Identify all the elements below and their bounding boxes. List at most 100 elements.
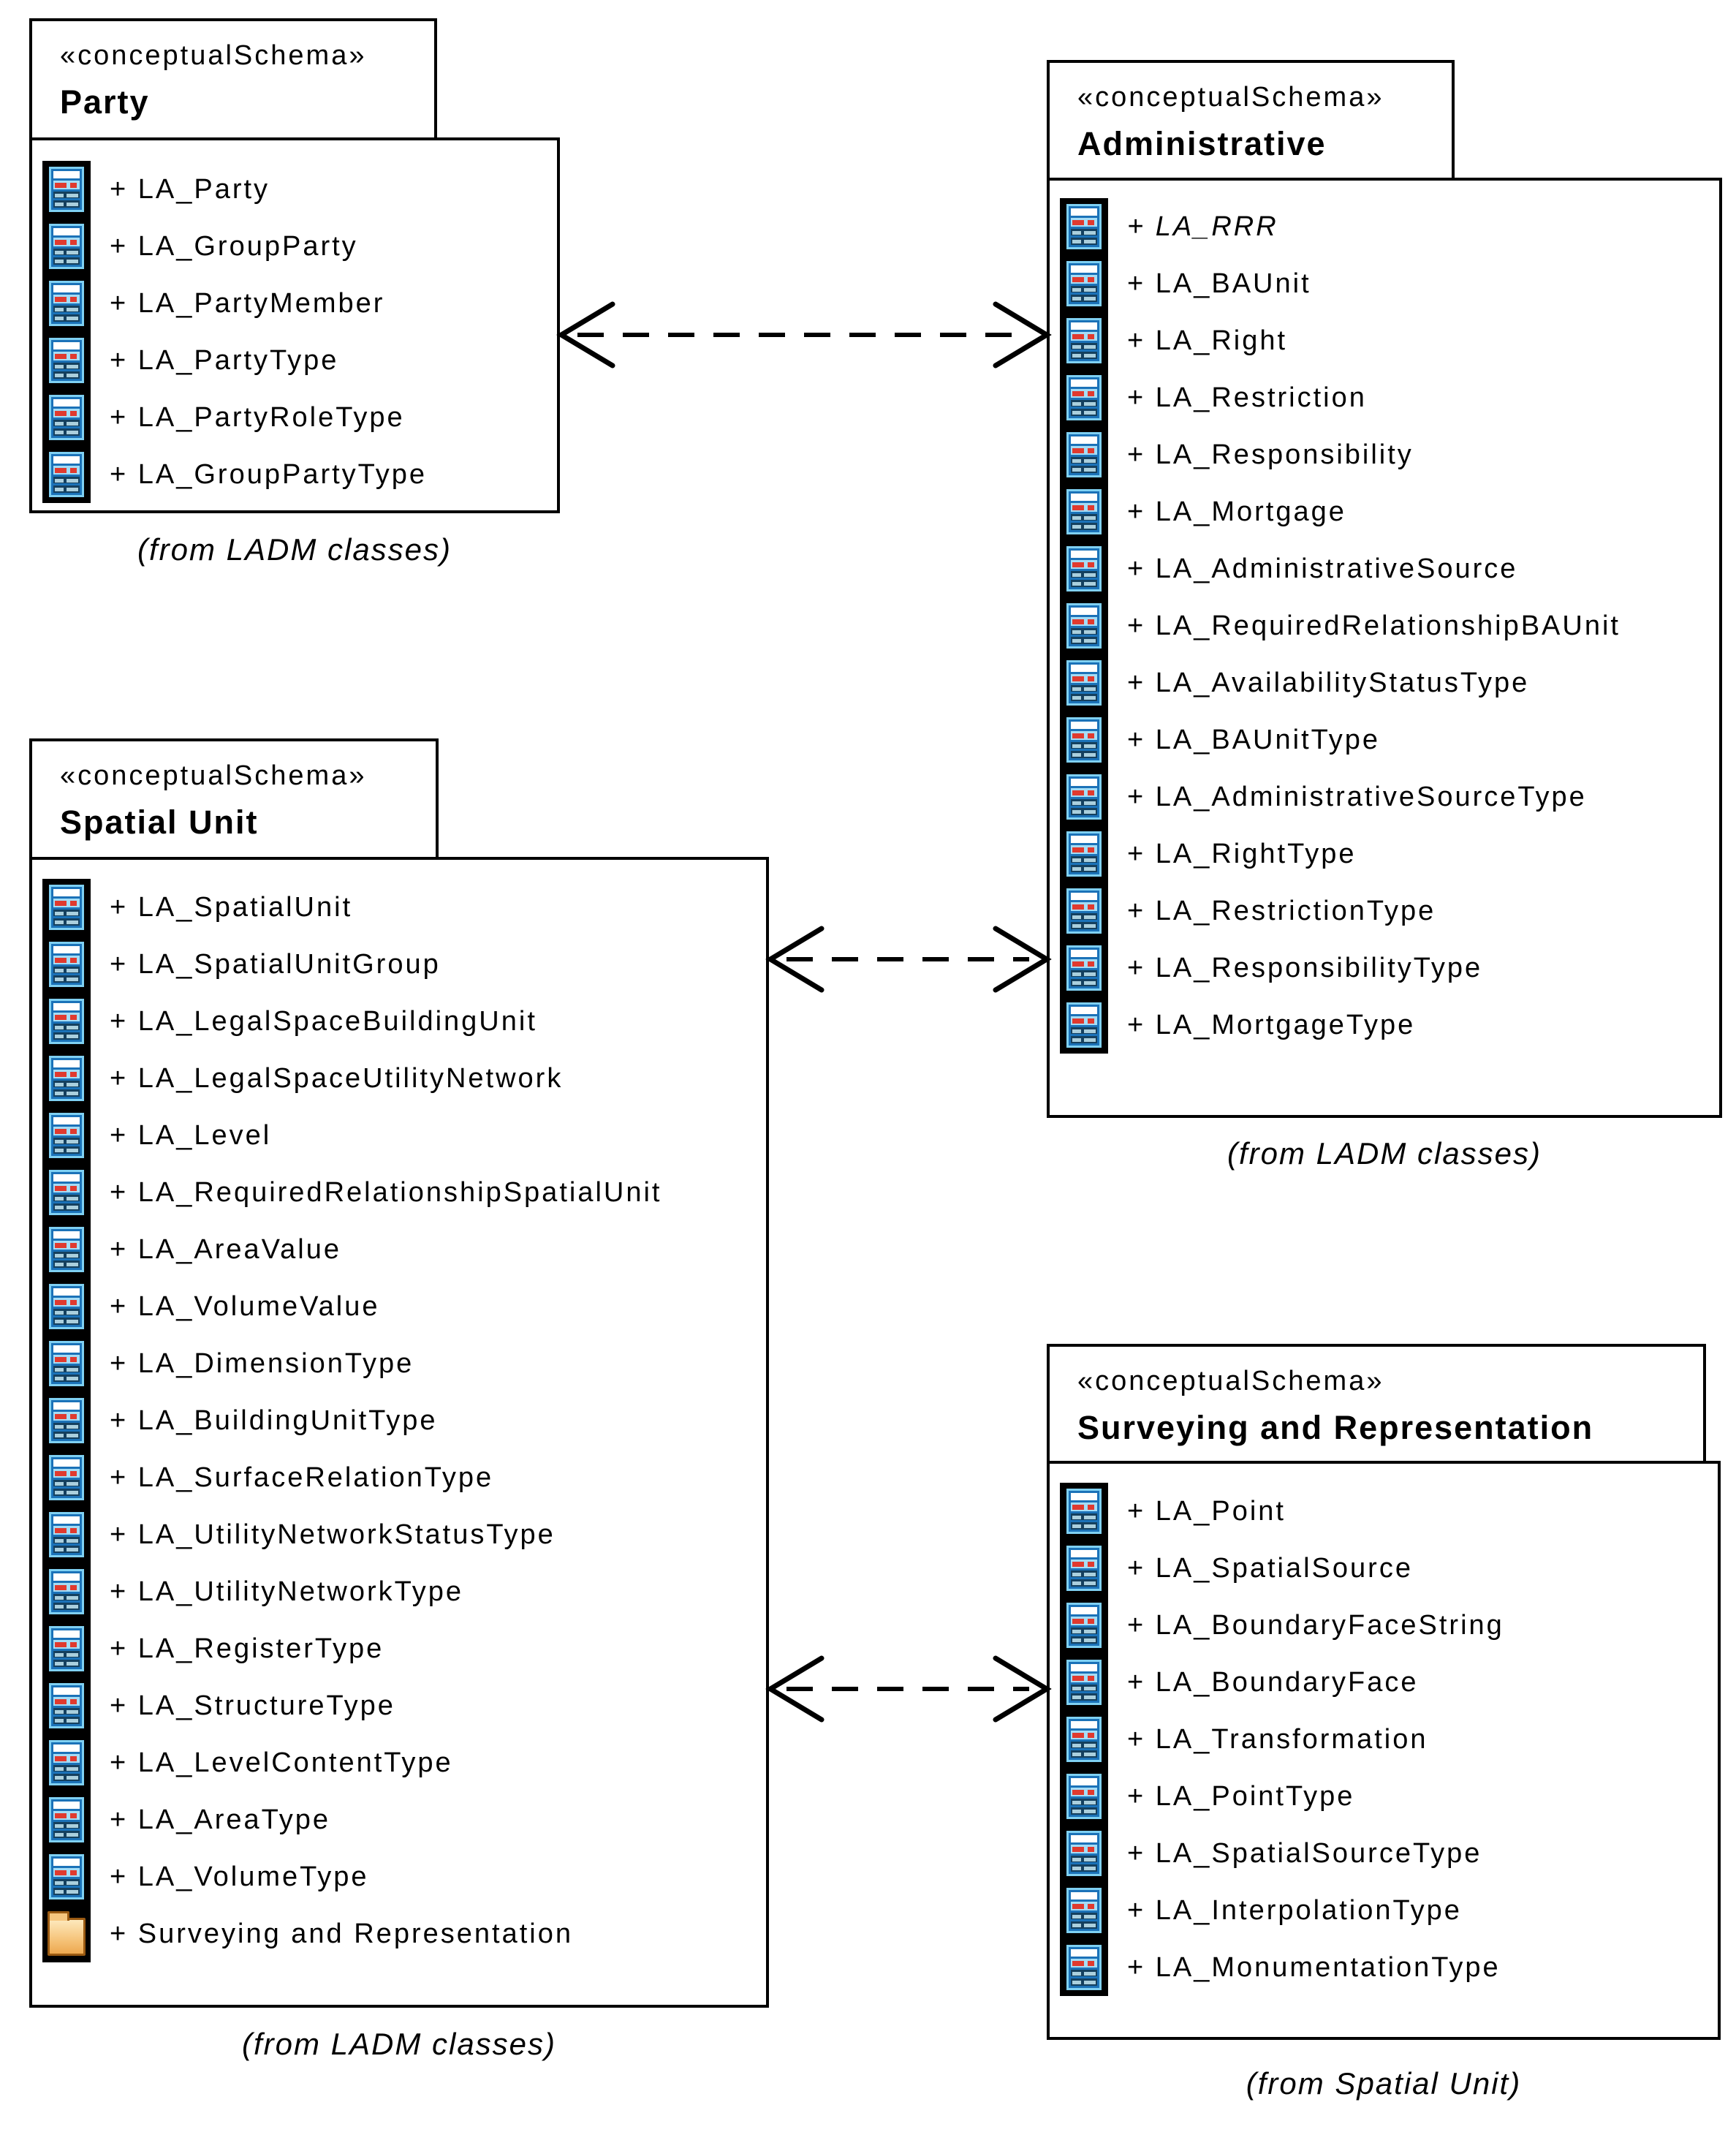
package-stereotype: «conceptualSchema» xyxy=(60,760,367,791)
class-icon xyxy=(1060,483,1108,540)
class-icon xyxy=(1060,1939,1108,1996)
list-item: + LA_SpatialUnitGroup xyxy=(42,936,662,993)
package-tab-spatial-unit: «conceptualSchema» Spatial Unit xyxy=(29,738,439,860)
list-item: + LA_PointType xyxy=(1060,1768,1504,1825)
package-tab-surveying-and-representation: «conceptualSchema» Surveying and Represe… xyxy=(1047,1344,1706,1464)
class-name: + LA_BuildingUnitType xyxy=(110,1405,438,1436)
list-item: + LA_BAUnit xyxy=(1060,255,1621,312)
class-icon xyxy=(1060,940,1108,997)
class-icon xyxy=(42,332,91,389)
class-icon xyxy=(42,1563,91,1620)
class-icon xyxy=(42,1506,91,1563)
list-item: + LA_PartyMember xyxy=(42,275,427,332)
list-item: + LA_VolumeValue xyxy=(42,1278,662,1335)
class-name: + LA_SurfaceRelationType xyxy=(110,1462,494,1493)
class-name: + LA_UtilityNetworkType xyxy=(110,1576,463,1607)
class-name: + LA_UtilityNetworkStatusType xyxy=(110,1519,556,1550)
list-item: + LA_AreaType xyxy=(42,1791,662,1848)
class-name: + LA_SpatialSource xyxy=(1127,1552,1413,1584)
class-icon xyxy=(42,1734,91,1791)
class-icon xyxy=(42,1164,91,1221)
class-icon xyxy=(42,161,91,218)
class-icon xyxy=(1060,654,1108,711)
class-icon xyxy=(1060,1483,1108,1540)
list-item: + LA_Level xyxy=(42,1107,662,1164)
list-item: + LA_MortgageType xyxy=(1060,997,1621,1054)
class-name: + LA_Responsibility xyxy=(1127,439,1414,470)
class-name: + LA_BoundaryFace xyxy=(1127,1666,1419,1698)
list-item: + LA_Point xyxy=(1060,1483,1504,1540)
package-body-administrative: + LA_RRR + LA_BAUnit + LA_Right xyxy=(1047,178,1722,1118)
list-item: + LA_MonumentationType xyxy=(1060,1939,1504,1996)
class-icon xyxy=(42,936,91,993)
list-item: + LA_LegalSpaceUtilityNetwork xyxy=(42,1050,662,1107)
list-item: + LA_LegalSpaceBuildingUnit xyxy=(42,993,662,1050)
class-name: + LA_Transformation xyxy=(1127,1723,1428,1755)
class-icon xyxy=(1060,1597,1108,1654)
class-name: + LA_BAUnit xyxy=(1127,268,1311,299)
class-icon xyxy=(1060,768,1108,825)
class-icon xyxy=(42,993,91,1050)
list-item: + LA_GroupPartyType xyxy=(42,446,427,503)
class-icon xyxy=(42,1677,91,1734)
list-item: + LA_ResponsibilityType xyxy=(1060,940,1621,997)
list-item: + LA_GroupParty xyxy=(42,218,427,275)
class-name: + LA_SpatialUnit xyxy=(110,891,353,923)
class-icon xyxy=(1060,1711,1108,1768)
class-icon xyxy=(42,1449,91,1506)
class-icon xyxy=(1060,1654,1108,1711)
class-icon xyxy=(1060,997,1108,1054)
package-from-label: (from Spatial Unit) xyxy=(1246,2066,1522,2101)
class-name: + LA_AdministrativeSourceType xyxy=(1127,781,1587,812)
class-icon xyxy=(42,389,91,446)
list-item: + LA_BAUnitType xyxy=(1060,711,1621,768)
list-item: + LA_UtilityNetworkStatusType xyxy=(42,1506,662,1563)
class-name: + LA_InterpolationType xyxy=(1127,1894,1462,1926)
class-name: + LA_RequiredRelationshipBAUnit xyxy=(1127,610,1621,641)
package-body-party: + LA_Party + LA_GroupParty + LA_PartyMem… xyxy=(29,137,560,513)
class-icon xyxy=(1060,312,1108,369)
class-name: + LA_LevelContentType xyxy=(110,1747,453,1778)
package-name: Spatial Unit xyxy=(60,804,259,841)
class-name: + LA_Mortgage xyxy=(1127,496,1346,527)
class-icon xyxy=(1060,825,1108,882)
class-name: + LA_AreaValue xyxy=(110,1233,341,1265)
list-item: + LA_BuildingUnitType xyxy=(42,1392,662,1449)
class-icon xyxy=(1060,369,1108,426)
package-name: Party xyxy=(60,83,150,121)
package-name: Administrative xyxy=(1077,125,1327,162)
list-item: + LA_PartyType xyxy=(42,332,427,389)
class-name: + LA_AdministrativeSource xyxy=(1127,553,1518,584)
class-name: + LA_LegalSpaceBuildingUnit xyxy=(110,1005,537,1037)
list-item: + LA_AdministrativeSource xyxy=(1060,540,1621,597)
list-item: + LA_StructureType xyxy=(42,1677,662,1734)
package-stereotype: «conceptualSchema» xyxy=(1077,82,1384,113)
list-item: + LA_BoundaryFace xyxy=(1060,1654,1504,1711)
class-name: + LA_AreaType xyxy=(110,1804,331,1835)
class-icon xyxy=(42,446,91,503)
list-item: + LA_Responsibility xyxy=(1060,426,1621,483)
class-icon xyxy=(1060,1825,1108,1882)
class-name: + LA_GroupParty xyxy=(110,230,358,262)
list-item: + LA_LevelContentType xyxy=(42,1734,662,1791)
class-icon xyxy=(42,275,91,332)
class-icon xyxy=(42,218,91,275)
connector-spatialunit-administrative xyxy=(765,926,1052,993)
class-icon xyxy=(42,1791,91,1848)
list-item: + LA_SpatialSource xyxy=(1060,1540,1504,1597)
list-item: + LA_Restriction xyxy=(1060,369,1621,426)
class-icon xyxy=(42,1848,91,1905)
list-item: + LA_InterpolationType xyxy=(1060,1882,1504,1939)
list-item: + LA_AvailabilityStatusType xyxy=(1060,654,1621,711)
class-name: + LA_RequiredRelationshipSpatialUnit xyxy=(110,1176,662,1208)
class-name: + LA_PartyRoleType xyxy=(110,401,405,433)
connector-party-administrative xyxy=(556,301,1052,368)
list-item: + LA_PartyRoleType xyxy=(42,389,427,446)
package-stereotype: «conceptualSchema» xyxy=(60,40,367,71)
class-name: + LA_StructureType xyxy=(110,1690,395,1721)
list-item: + LA_SpatialSourceType xyxy=(1060,1825,1504,1882)
list-item: + LA_RegisterType xyxy=(42,1620,662,1677)
package-from-label: (from LADM classes) xyxy=(137,532,452,567)
class-icon xyxy=(1060,540,1108,597)
package-tab-party: «conceptualSchema» Party xyxy=(29,18,437,140)
